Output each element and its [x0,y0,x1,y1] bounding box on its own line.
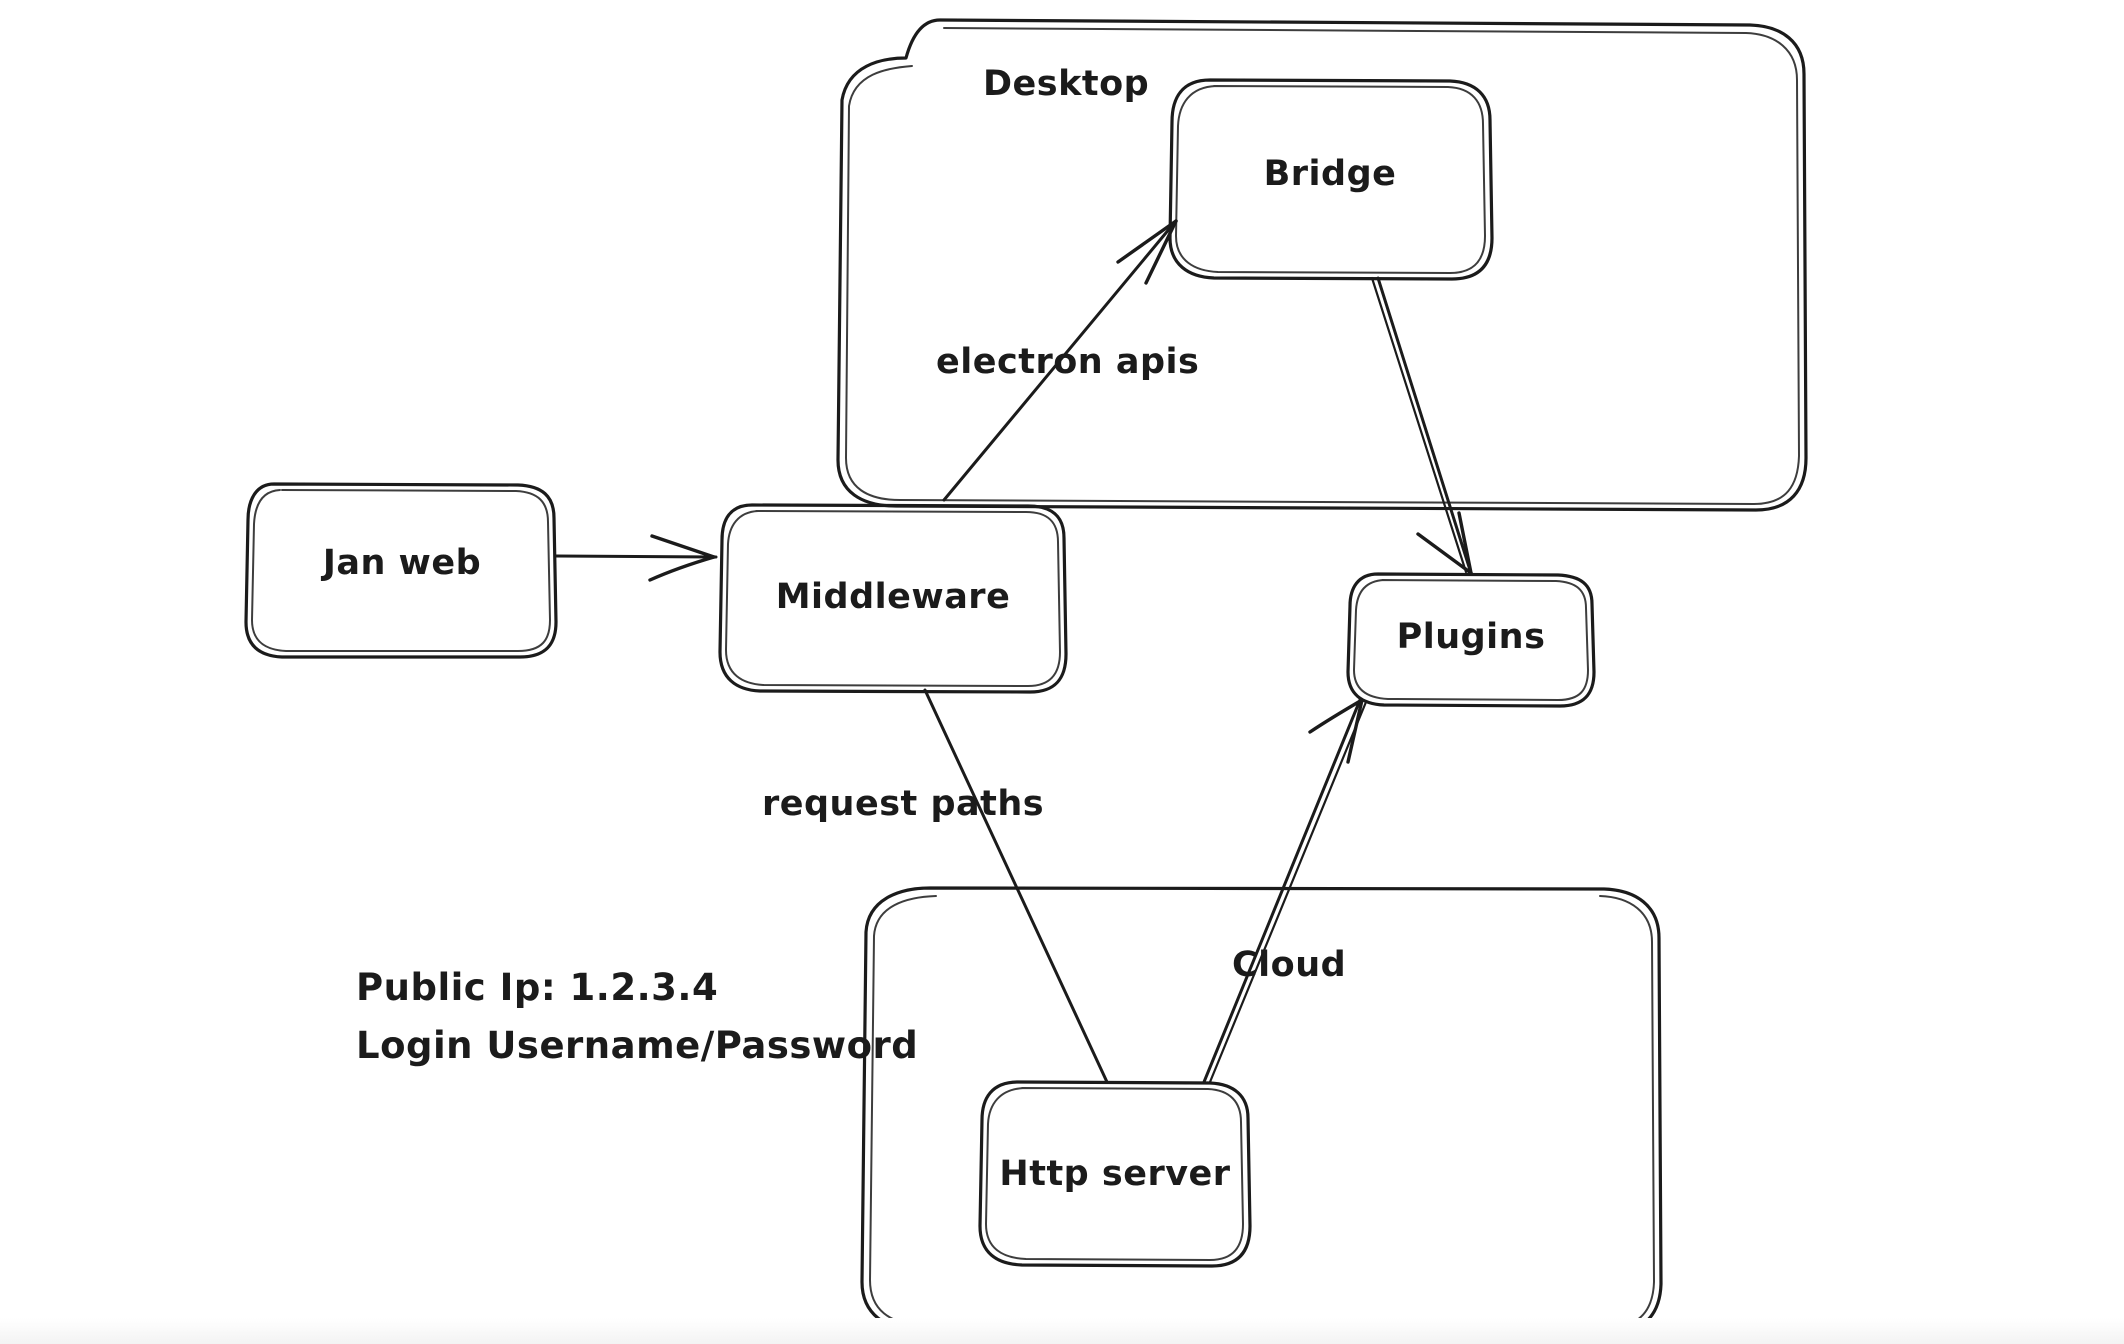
middleware-to-bridge-arrow-left [1116,219,1178,264]
node-http-server[interactable]: Http server [978,1080,1252,1268]
bridge-to-plugins-line [1376,276,1472,572]
http-server-frame-inner [985,1087,1244,1261]
node-bridge[interactable]: Bridge [1168,78,1494,281]
node-label-plugins: Plugins [1397,617,1546,657]
notes-block: Public Ip: 1.2.3.4 Login Username/Passwo… [356,966,918,1067]
node-label-middleware: Middleware [776,577,1011,617]
node-jan-web[interactable]: Jan web [244,482,558,659]
group-label-desktop: Desktop [983,64,1149,104]
node-label-jan-web: Jan web [321,543,481,583]
middleware-to-bridge-line [942,220,1177,502]
edge-bridge-to-plugins[interactable] [1370,276,1473,575]
node-middleware[interactable]: Middleware [718,503,1068,694]
jan-web-to-middleware-arrow-upper [650,534,716,559]
node-plugins[interactable]: Plugins [1346,572,1596,708]
http-to-plugins-arrow-left [1308,698,1364,734]
edge-middleware-to-http-server[interactable]: request paths [762,688,1109,1084]
edge-label-electron-apis: electron apis [936,342,1199,382]
jan-web-to-middleware-line [554,554,718,559]
plugins-frame-outer [1346,572,1596,708]
bridge-to-plugins-arrow-left [1416,532,1473,575]
node-label-bridge: Bridge [1264,154,1397,194]
http-to-plugins-line [1202,698,1362,1084]
jan-web-frame-inner [251,489,551,652]
http-to-plugins-line-ghost [1208,700,1368,1084]
node-label-http-server: Http server [999,1154,1230,1194]
http-to-plugins-arrow-right [1346,698,1364,764]
edge-label-cloud: Cloud [1232,945,1346,985]
jan-web-frame-outer [244,482,558,659]
edge-middleware-to-bridge[interactable]: electron apis [936,219,1199,502]
middleware-frame-outer [718,503,1068,694]
edge-label-request-paths: request paths [762,784,1044,824]
bridge-frame-inner [1175,85,1486,274]
http-server-frame-outer [978,1080,1252,1268]
group-desktop[interactable]: Desktop [836,18,1808,512]
middleware-to-http-line [923,688,1109,1084]
bridge-to-plugins-arrow-right [1457,511,1473,575]
middleware-frame-inner [725,510,1061,687]
desktop-frame-inner [845,27,1800,505]
middleware-to-bridge-arrow-down [1144,219,1178,285]
bridge-to-plugins-line-ghost [1370,276,1468,574]
jan-web-to-middleware-arrow-lower [648,555,716,582]
edge-http-server-to-plugins[interactable]: Cloud [1202,698,1368,1084]
edge-jan-web-to-middleware[interactable] [554,534,718,582]
plugins-frame-inner [1353,579,1589,701]
note-public-ip: Public Ip: 1.2.3.4 [356,966,718,1009]
bridge-frame-outer [1168,78,1494,281]
note-login-credentials: Login Username/Password [356,1024,918,1067]
desktop-frame-outer [836,18,1808,512]
